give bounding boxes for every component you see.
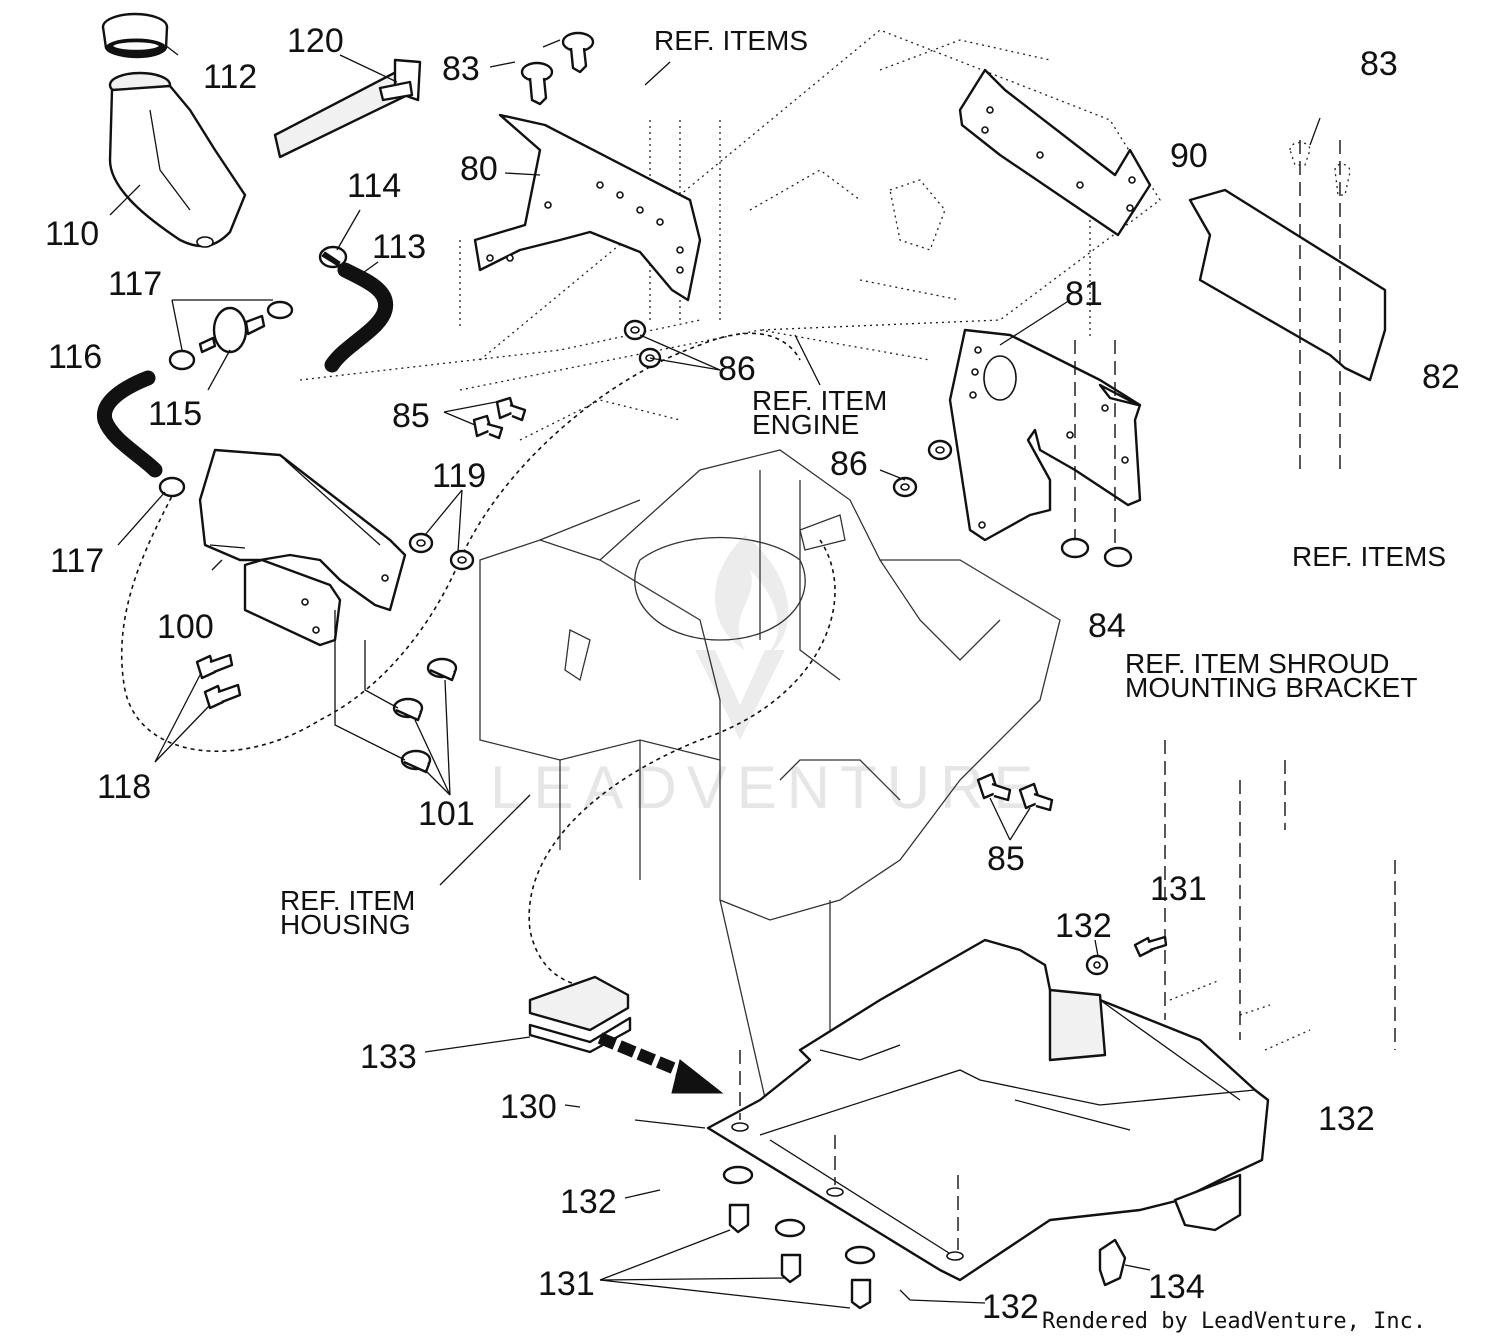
hose-clamp-117-mid: [168, 349, 196, 371]
hose-clamp-114: [318, 245, 348, 269]
tank-mount-100: [198, 448, 407, 647]
ref-engine-line2: ENGINE: [752, 409, 859, 440]
bottom-shroud-130: [706, 938, 1270, 1282]
screw-101-c: [400, 749, 432, 774]
part-number-labels: 112 120 83 83 110 80 90 114 113 117 116 …: [45, 22, 1460, 1326]
label-110: 110: [45, 215, 99, 253]
nut-84-left: [1060, 537, 1090, 559]
screw-101-a: [426, 657, 458, 682]
label-132-bottom: 132: [982, 1288, 1039, 1326]
fuel-hose-113: [324, 262, 394, 373]
ref-items-right: REF. ITEMS: [1292, 541, 1446, 572]
ref-housing-line2: HOUSING: [280, 909, 411, 940]
nut-84-right: [1103, 546, 1133, 568]
footer-credit: Rendered by LeadVenture, Inc.: [1042, 1309, 1426, 1334]
bolt-134: [1098, 1238, 1127, 1287]
label-116: 116: [48, 338, 102, 376]
label-132-right: 132: [1318, 1100, 1375, 1138]
bolt-118-b: [203, 683, 242, 710]
screw-131-top: [1133, 935, 1168, 958]
label-115: 115: [148, 395, 202, 433]
shroud-panel-82: [1188, 140, 1387, 470]
nut-86-upper: [623, 319, 647, 341]
fuel-filter-115: [198, 306, 266, 354]
label-133: 133: [360, 1038, 417, 1076]
label-120: 120: [287, 22, 344, 60]
arrow-icon: [597, 1032, 724, 1094]
washer-132-top: [1085, 954, 1109, 976]
nut-119-right: [449, 549, 475, 571]
label-84: 84: [1088, 607, 1126, 645]
bracket-90: [958, 68, 1152, 237]
label-132-left: 132: [560, 1183, 617, 1221]
bolt-131-bottom-c: [844, 1245, 876, 1310]
tank-strap: [273, 58, 422, 159]
label-117-bottom: 117: [50, 542, 104, 580]
ref-items-top: REF. ITEMS: [654, 25, 808, 56]
label-112: 112: [203, 58, 257, 96]
label-83-top: 83: [442, 50, 480, 88]
nut-86-right-b: [892, 476, 918, 498]
fuel-line-route: [120, 332, 801, 753]
leadventure-watermark: LEADVENTURE: [490, 535, 1043, 821]
label-82: 82: [1422, 358, 1460, 396]
bolt-85-lower-a: [976, 772, 1012, 802]
label-101: 101: [418, 795, 475, 833]
gas-cap: [101, 12, 169, 59]
screw-83-left: [520, 61, 554, 106]
engine-bracket-81: [948, 328, 1142, 542]
bolt-131-bottom-b: [774, 1218, 806, 1284]
ref-shroud-line1: REF. ITEM SHROUD: [1125, 648, 1389, 679]
screw-83-right: [561, 31, 595, 74]
label-114: 114: [347, 167, 401, 205]
fuel-hose-116: [97, 370, 163, 478]
bolt-131-bottom-a: [722, 1165, 754, 1234]
engine-bracket-80: [473, 113, 702, 302]
label-83-right: 83: [1360, 45, 1398, 83]
nut-119-left: [408, 532, 434, 554]
screw-101-b: [392, 697, 424, 722]
label-85-top: 85: [392, 397, 430, 435]
label-113: 113: [372, 228, 426, 266]
watermark-flame-icon: [714, 535, 789, 660]
label-132-top: 132: [1055, 907, 1112, 945]
bolt-85-lower-b: [1018, 782, 1054, 812]
label-131-bottom: 131: [538, 1265, 595, 1303]
shroud-route: [528, 539, 836, 987]
hose-clamp-117-bottom: [158, 476, 186, 498]
label-86-right: 86: [830, 445, 868, 483]
label-90: 90: [1170, 137, 1208, 175]
leader-lines: [109, 39, 1321, 1309]
label-131-top: 131: [1150, 870, 1207, 908]
watermark-v-icon: [695, 650, 785, 740]
label-118: 118: [97, 768, 151, 806]
hose-clamp-117-top: [266, 300, 294, 320]
label-85-bottom: 85: [987, 840, 1025, 878]
fuel-tank: [108, 71, 247, 248]
label-86-left: 86: [718, 350, 756, 388]
watermark-text: LEADVENTURE: [490, 754, 1043, 821]
bolt-85-upper-a: [495, 396, 527, 422]
label-130: 130: [500, 1088, 557, 1126]
reference-housing-ghost: [299, 29, 1161, 441]
ref-housing-line1: REF. ITEM: [280, 885, 415, 916]
label-117-top: 117: [108, 265, 162, 303]
bolt-118-a: [195, 653, 234, 680]
ref-shroud-line2: MOUNTING BRACKET: [1125, 672, 1417, 703]
label-81: 81: [1065, 275, 1103, 313]
label-100: 100: [157, 608, 214, 646]
nut-86-right-a: [927, 439, 953, 461]
label-134: 134: [1148, 1268, 1205, 1306]
reference-labels: REF. ITEMS REF. ITEM ENGINE REF. ITEMS R…: [280, 25, 1446, 940]
label-80: 80: [460, 150, 498, 188]
label-119: 119: [432, 457, 486, 495]
ref-engine-line1: REF. ITEM: [752, 385, 887, 416]
bolt-85-upper-b: [472, 414, 504, 440]
